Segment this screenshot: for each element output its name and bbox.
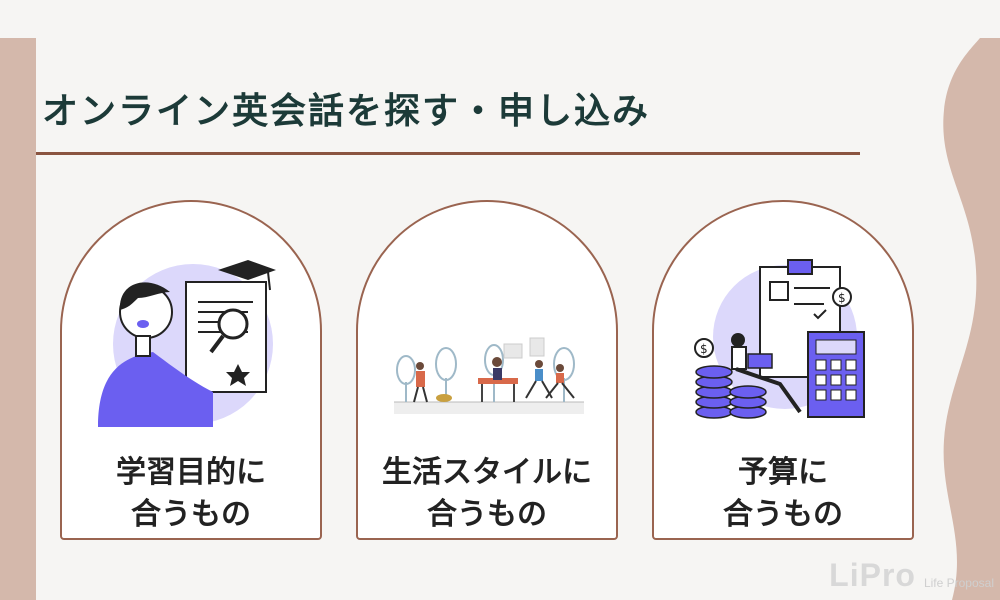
study-person-certificate-icon — [98, 260, 276, 427]
brand-subtitle: Life Proposal — [923, 576, 994, 590]
card-label: 予算に 合うもの — [723, 455, 843, 532]
brand-logo-text: LiPro — [829, 557, 916, 593]
budget-calculator-coins-icon: $ $ — [694, 259, 865, 419]
svg-text:$: $ — [700, 342, 708, 356]
card-study-purpose[interactable]: 学習目的に 合うもの — [60, 200, 322, 540]
svg-text:$: $ — [838, 291, 846, 305]
left-accent-bar — [0, 38, 36, 600]
card-budget[interactable]: $ $ 予算に 合うもの — [652, 200, 914, 540]
page-title: オンライン英会話を探す・申し込み — [42, 91, 651, 132]
card-label: 生活スタイルに 合うもの — [382, 455, 592, 532]
park-lifestyle-scene-icon — [394, 337, 584, 414]
card-lifestyle[interactable]: 生活スタイルに 合うもの — [356, 200, 618, 540]
right-wave-decoration — [943, 38, 1000, 600]
card-label: 学習目的に 合うもの — [116, 455, 266, 532]
title-divider — [36, 152, 860, 155]
brand-logo: LiPro Life Proposal — [829, 557, 994, 594]
